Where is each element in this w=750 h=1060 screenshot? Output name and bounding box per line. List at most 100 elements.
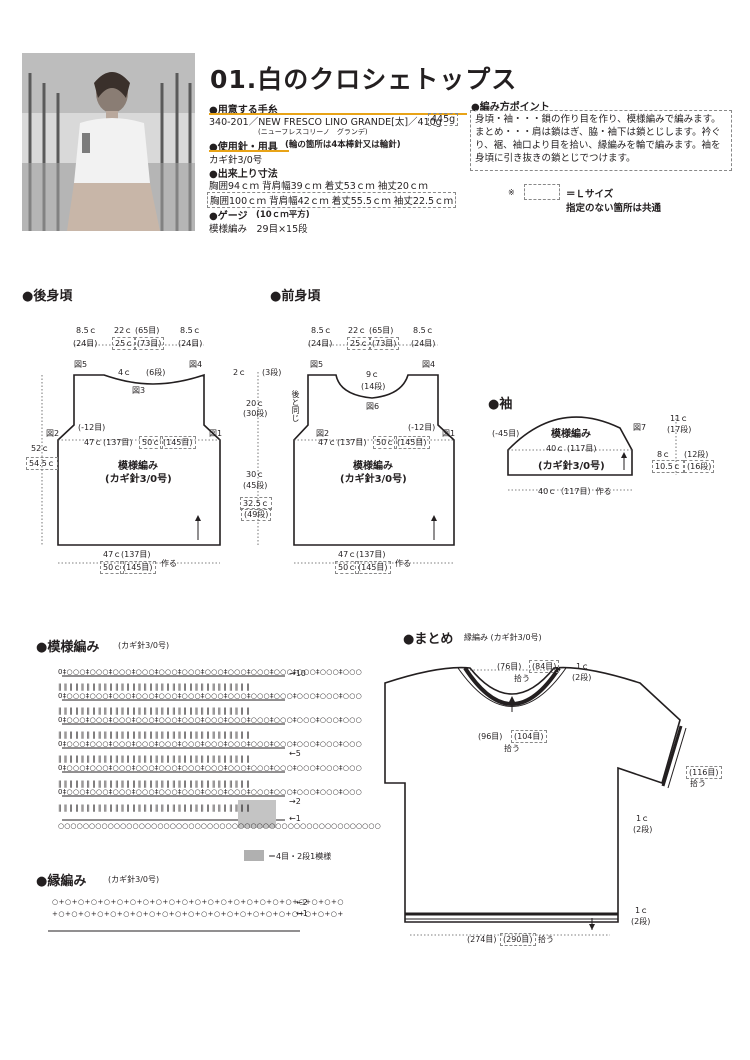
finish-cuff-pick: 拾う xyxy=(690,779,706,788)
points-heading: ●編み方ポイント xyxy=(471,102,550,113)
between-d-cm: 32.5ｃ xyxy=(240,497,272,510)
finish-neck-mid-pick: 拾う xyxy=(504,744,520,753)
pattern-chain-row: ○○○○○○○○○○○○○○○○○○○○○○○○○○○○○○○○○○○○○○○○… xyxy=(58,822,381,830)
pattern-row-8: 0‡○○○‡○○○‡○○○‡○○○‡○○○‡○○○‡○○○‡○○○‡○○○‡○○… xyxy=(58,692,363,700)
back-make: 作る xyxy=(161,559,177,568)
front-top-l-width: 25ｃ xyxy=(347,337,372,350)
back-height-l: 54.5ｃ xyxy=(26,457,58,470)
finish-neck-mid-sts: (96目) xyxy=(478,732,503,741)
gauge-heading-note: (10ｃｍ平方) xyxy=(256,210,310,220)
front-mid-l-width: 50ｃ xyxy=(373,436,398,449)
back-top-left: 8.5ｃ xyxy=(76,326,97,335)
yarn-line-l: 445g xyxy=(428,113,459,126)
front-dec: (-12目) xyxy=(408,423,436,432)
pattern-row-9: ‖‖‖‖‖‖‖‖‖‖‖‖‖‖‖‖‖‖‖‖‖‖‖‖‖‖‖‖‖‖‖‖‖‖ xyxy=(58,683,252,691)
finish-neck-top-pick: 拾う xyxy=(514,674,530,683)
gauge-value: 模様編み 29目×15段 xyxy=(209,224,308,235)
between-d-rows: (49段) xyxy=(241,508,272,521)
finish-hem-l-sts: (290目) xyxy=(500,933,536,946)
back-fig4: 図4 xyxy=(189,360,203,369)
pattern-row-base1: ‖‖‖‖‖‖‖‖‖‖‖‖‖‖‖‖‖‖‖‖‖‖‖‖‖‖‖‖‖‖‖‖‖‖ xyxy=(58,804,252,812)
legend-size-label: ＝Ｌサイズ xyxy=(566,189,614,200)
back-top-mid-sts: (65目) xyxy=(135,326,160,335)
sleeve-width-sts: (117目) xyxy=(567,444,597,453)
edge-row-label-1: ←1 xyxy=(296,909,308,918)
finish-hem-pick: 拾う xyxy=(538,935,554,944)
finish-hem-band-cm: 1ｃ xyxy=(635,906,649,915)
pattern-key: ＝4目・2段1模様 xyxy=(268,852,332,861)
edge-row-2: ○+○+○+○+○+○+○+○+○+○+○+○+○+○+○+○+○+○+○+○+… xyxy=(52,898,345,906)
front-top-mid: 22ｃ xyxy=(348,326,367,335)
front-top-left: 8.5ｃ xyxy=(311,326,332,335)
front-bottom-sts: (137目) xyxy=(356,550,386,559)
size-line2: 胸囲100ｃｍ 背肩幅42ｃｍ 着丈55.5ｃｍ 袖丈22.5ｃｍ xyxy=(207,192,457,208)
pattern-row-10: 0‡○○○‡○○○‡○○○‡○○○‡○○○‡○○○‡○○○‡○○○‡○○○‡○○… xyxy=(58,668,363,676)
back-needle: (カギ針3/0号) xyxy=(105,474,172,485)
front-fig5: 図5 xyxy=(310,360,324,369)
back-fig2: 図2 xyxy=(46,429,60,438)
front-top-mid-sts: (65目) xyxy=(369,326,394,335)
finish-subtitle: 縁編み (カギ針3/0号) xyxy=(464,633,542,642)
back-fig1: 図1 xyxy=(209,429,223,438)
size-heading: ●出来上り寸法 xyxy=(209,169,278,180)
front-right-sts: (24目) xyxy=(411,339,436,348)
yarn-line: 340-201／NEW FRESCO LINO GRANDE[太]／410g xyxy=(209,117,442,128)
points-text: 身頃・袖・・・鎖の作り目を作り、模様編みで編みます。まとめ・・・肩は鎖はぎ、脇・… xyxy=(470,110,732,171)
back-top-l-sts: (73目) xyxy=(134,337,165,350)
back-mid-width: 47ｃ xyxy=(84,438,103,447)
front-fig2: 図2 xyxy=(316,429,330,438)
model-photo xyxy=(22,53,195,231)
back-title: ●後身頃 xyxy=(22,289,73,304)
pattern-row-label-1: ←1 xyxy=(289,814,301,823)
finish-cuff-sts: (116目) xyxy=(686,766,722,779)
pattern-row-label-2: →2 xyxy=(289,797,301,806)
back-bottom-width: 47ｃ xyxy=(103,550,122,559)
needle-heading-note: (輪の箇所は4本棒針又は輪針) xyxy=(285,140,401,150)
back-fig3: 図3 xyxy=(132,386,146,395)
pattern-row-2: 0‡○○○‡○○○‡○○○‡○○○‡○○○‡○○○‡○○○‡○○○‡○○○‡○○… xyxy=(58,764,363,772)
front-bottom-l-sts: (145目) xyxy=(355,561,391,574)
front-make: 作る xyxy=(395,559,411,568)
edge-title: ●縁編み xyxy=(36,874,87,889)
front-mid-width: 47ｃ xyxy=(318,438,337,447)
back-bottom-l-width: 50ｃ xyxy=(100,561,125,574)
yarn-underline xyxy=(209,113,467,115)
legend-mark: ※ xyxy=(508,188,515,197)
pattern-row-5: ‖‖‖‖‖‖‖‖‖‖‖‖‖‖‖‖‖‖‖‖‖‖‖‖‖‖‖‖‖‖‖‖‖‖ xyxy=(58,731,252,739)
back-bottom-sts: (137目) xyxy=(121,550,151,559)
sleeve-cuff-l-rows: (16段) xyxy=(684,460,715,473)
edge-row-label-2: ←2 xyxy=(296,898,308,907)
sleeve-cuff-l-cm: 10.5ｃ xyxy=(652,460,684,473)
back-top-right: 8.5ｃ xyxy=(180,326,201,335)
back-top-mid: 22ｃ xyxy=(114,326,133,335)
front-fig1: 図1 xyxy=(442,429,456,438)
legend-note: 指定のない箇所は共通 xyxy=(566,203,662,214)
back-mid-l-sts: (145目) xyxy=(160,436,196,449)
back-right-sts: (24目) xyxy=(178,339,203,348)
sleeve-bottom: 40ｃ（117目）作る xyxy=(538,487,612,496)
needle-underline xyxy=(209,150,289,152)
sleeve-top-cm: 11ｃ xyxy=(670,414,689,423)
back-left-sts: (24目) xyxy=(73,339,98,348)
finish-title: ●まとめ xyxy=(403,632,454,647)
front-bottom-l-width: 50ｃ xyxy=(335,561,360,574)
front-left-sts: (24目) xyxy=(308,339,333,348)
gauge-heading: ●ゲージ xyxy=(209,211,248,222)
between-c-rows: (45段) xyxy=(243,481,268,490)
sleeve-needle: (カギ針3/0号) xyxy=(538,461,605,472)
pattern-row-label-10: →10 xyxy=(289,669,306,678)
front-mid-sts: (137目) xyxy=(337,438,367,447)
pattern-row-4: 0‡○○○‡○○○‡○○○‡○○○‡○○○‡○○○‡○○○‡○○○‡○○○‡○○… xyxy=(58,740,363,748)
back-mid-sts: (137目) xyxy=(103,438,133,447)
sleeve-stitch: 模様編み xyxy=(551,429,591,440)
back-neck-width: 4ｃ xyxy=(118,368,132,377)
finish-neck-top-sts: (76目) xyxy=(497,662,522,671)
front-same: 後と同じ xyxy=(291,390,300,422)
sleeve-cuff-rows: (12段) xyxy=(684,450,709,459)
front-fig4: 図4 xyxy=(422,360,436,369)
back-height: 52ｃ xyxy=(31,444,50,453)
front-neck-width: 9ｃ xyxy=(366,370,380,379)
front-stitch: 模様編み xyxy=(353,461,393,472)
between-a-rows: (3段) xyxy=(262,368,282,377)
front-title: ●前身頃 xyxy=(270,289,321,304)
